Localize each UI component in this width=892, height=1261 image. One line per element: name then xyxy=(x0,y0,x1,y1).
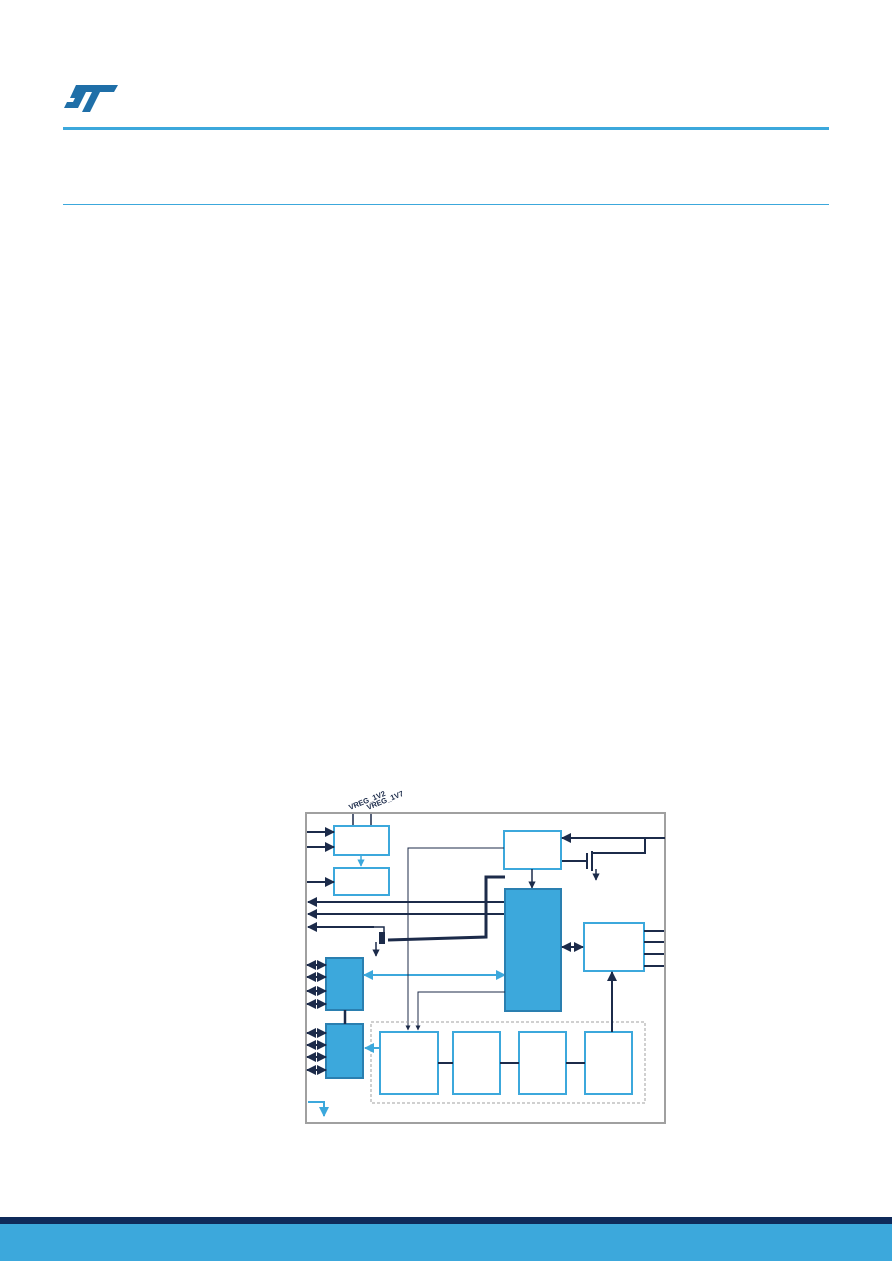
pin-label-vreg-1v7: VREG_1V7 xyxy=(365,789,404,812)
core-controller-block xyxy=(504,888,562,1012)
st-logo-icon xyxy=(64,85,118,112)
interface-block-upper xyxy=(325,957,364,1011)
footer-bar xyxy=(0,1224,892,1261)
io-block-right xyxy=(583,922,645,972)
chain-block-4 xyxy=(584,1031,633,1095)
signal-chain-group xyxy=(370,1021,646,1104)
chain-block-1 xyxy=(379,1031,439,1095)
regulator-block xyxy=(333,825,390,856)
header-rule xyxy=(63,127,829,130)
interface-block-lower xyxy=(325,1023,364,1079)
chain-block-2 xyxy=(452,1031,501,1095)
title-rule xyxy=(63,204,829,205)
reference-block xyxy=(333,867,390,896)
power-control-block xyxy=(503,830,562,870)
block-diagram: VREG_1V2 VREG_1V7 xyxy=(305,789,666,1124)
chain-block-3 xyxy=(518,1031,567,1095)
footer-bar-dark xyxy=(0,1217,892,1224)
